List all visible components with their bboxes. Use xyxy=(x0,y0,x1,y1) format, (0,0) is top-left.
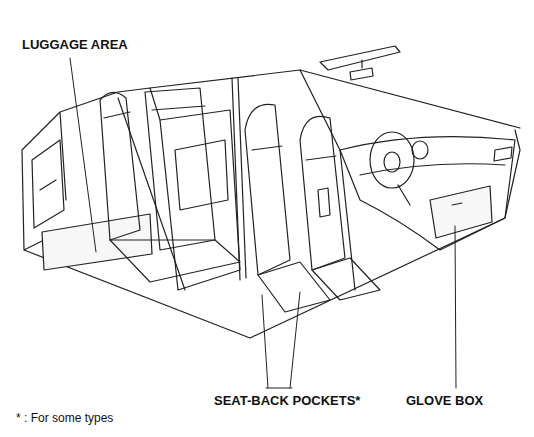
steering-column xyxy=(398,185,410,205)
gauge xyxy=(412,141,428,159)
steering-hub xyxy=(384,152,400,172)
rear-seat xyxy=(100,92,140,240)
front-seat xyxy=(245,104,290,275)
footnote: * : For some types xyxy=(16,412,113,426)
rear-cushion xyxy=(110,240,240,282)
part-label: LUGGAGE AREA xyxy=(22,38,128,53)
leader-line xyxy=(455,226,456,388)
rearview-mirror xyxy=(350,60,373,80)
rear-seat xyxy=(145,88,215,250)
part-label: SEAT-BACK POCKETS* xyxy=(214,394,360,409)
luggage-panel xyxy=(42,214,152,270)
front-door xyxy=(300,70,355,290)
front-seat xyxy=(300,116,345,270)
car-roof xyxy=(150,46,520,128)
glove-box xyxy=(430,186,492,238)
dashboard xyxy=(340,137,515,250)
b-pillar xyxy=(232,78,246,280)
steering-wheel xyxy=(370,132,414,188)
rear-side xyxy=(32,140,64,228)
air-vent xyxy=(494,147,512,161)
car-body xyxy=(22,88,520,338)
part-label: GLOVE BOX xyxy=(406,394,483,409)
rear-door xyxy=(160,110,240,290)
leader-line xyxy=(262,292,300,388)
front-cushion xyxy=(258,258,380,312)
leader-line xyxy=(70,58,96,252)
